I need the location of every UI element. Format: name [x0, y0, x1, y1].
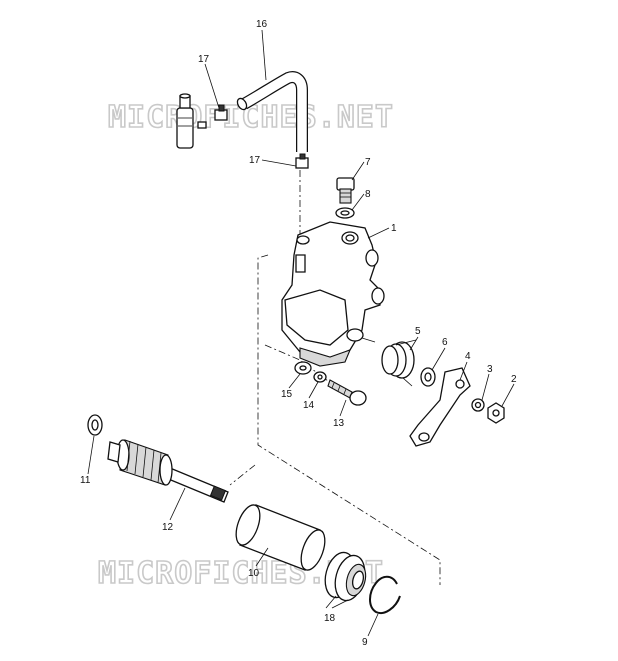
callout-13: 13: [333, 418, 345, 429]
callout-5: 5: [415, 326, 421, 337]
callout-10: 10: [248, 568, 260, 579]
callout-6: 6: [442, 337, 448, 348]
callout-18: 18: [324, 613, 336, 624]
drive-shaft-gear-part: [107, 439, 229, 503]
oil-pump-body-part: [281, 221, 385, 367]
assembly-guide-lines: [229, 170, 441, 585]
washer-part-6: [420, 367, 436, 387]
callout-labels: 16 17 17 7 8 1 5 6 4 3 2 15 14 13 11 12 …: [80, 19, 517, 648]
sleeve-part: [235, 504, 326, 571]
callout-12: 12: [162, 522, 174, 533]
callout-17-upper: 17: [198, 54, 210, 65]
callout-4: 4: [465, 351, 471, 362]
hose-part: [236, 71, 308, 152]
screw-part: [327, 379, 367, 406]
fitting-cap-part: [176, 93, 207, 149]
callout-15: 15: [281, 389, 293, 400]
washer-part-14: [313, 371, 327, 383]
callout-11: 11: [80, 475, 91, 486]
hose-clamp-lower: [295, 153, 309, 169]
callout-17-lower: 17: [249, 155, 261, 166]
seal-housing-part: [324, 551, 367, 602]
callout-16: 16: [256, 19, 268, 30]
washer-part-15: [294, 361, 312, 375]
callout-1: 1: [391, 223, 397, 234]
leader-lines: [87, 29, 515, 637]
callout-8: 8: [365, 189, 371, 200]
nut-part: [487, 402, 505, 424]
thrust-washer-part: [87, 414, 103, 436]
lock-washer-part: [471, 398, 485, 412]
hose-clamp-upper: [214, 104, 228, 121]
callout-14: 14: [303, 400, 315, 411]
snap-ring-part: [369, 575, 401, 614]
callout-2: 2: [511, 374, 517, 385]
callout-9: 9: [362, 637, 368, 648]
callout-3: 3: [487, 364, 493, 375]
sealing-washer-part: [335, 207, 355, 219]
return-spring-part: [381, 339, 417, 387]
banjo-bolt-part: [336, 177, 355, 204]
callout-7: 7: [365, 157, 371, 168]
control-lever-part: [409, 367, 471, 447]
